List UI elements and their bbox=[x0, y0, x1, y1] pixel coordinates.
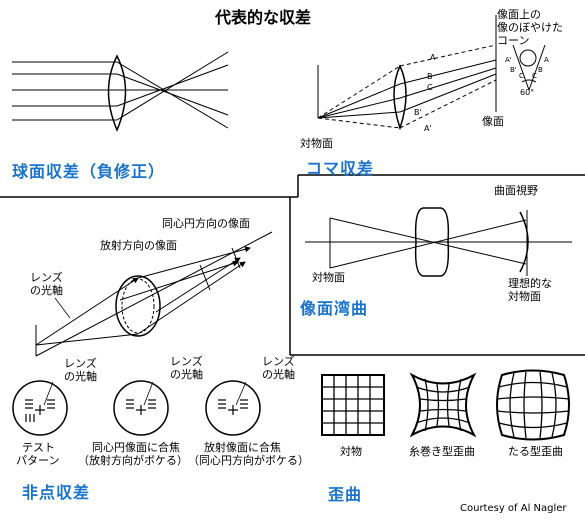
curved-image-field bbox=[519, 211, 529, 273]
page-title: 代表的な収差 bbox=[215, 8, 312, 27]
target1-caption-1: テスト bbox=[22, 441, 55, 454]
astigmatism-targets bbox=[12, 380, 261, 436]
panel-dividers bbox=[0, 174, 585, 356]
coma-object-label: 対物面 bbox=[300, 137, 333, 150]
ideal-object-label-1: 理想的な bbox=[508, 277, 552, 290]
target2-caption-2: （放射方向がボケる） bbox=[78, 454, 188, 467]
radial-plane-label: 放射方向の像面 bbox=[100, 239, 177, 252]
astig-lens bbox=[115, 275, 161, 337]
coma-ray-b: B bbox=[427, 72, 433, 81]
field-curvature-diagram bbox=[305, 207, 572, 277]
distortion-grid-barrel bbox=[496, 369, 570, 441]
grid-object-label: 対物 bbox=[340, 445, 362, 458]
coma-cone-label-2: 像のぼやけた bbox=[497, 21, 563, 34]
spherical-lens bbox=[107, 54, 127, 132]
curved-field-label: 曲面視野 bbox=[494, 184, 538, 197]
sagittal-plane-label: 同心円方向の像面 bbox=[162, 217, 250, 230]
target-radial-focus bbox=[205, 380, 261, 436]
grid-pincushion-label: 糸巻き型歪曲 bbox=[409, 445, 475, 458]
coma-blur-circle bbox=[519, 49, 537, 67]
coma-image-label: 像面 bbox=[482, 115, 504, 128]
coma-ray-b-prime: B' bbox=[414, 108, 422, 117]
coma-ray-c: C bbox=[427, 83, 433, 92]
target3-axis-label-2: の光軸 bbox=[262, 368, 295, 381]
cone-b: B bbox=[538, 66, 543, 74]
spherical-aberration-diagram bbox=[12, 51, 229, 132]
target2-axis-label-1: レンズ bbox=[170, 355, 203, 368]
cone-a: A bbox=[544, 56, 549, 64]
coma-diagram bbox=[317, 15, 546, 131]
curvature-object-label: 対物面 bbox=[312, 271, 345, 284]
coma-ray-a-prime: A' bbox=[424, 124, 432, 133]
cone-b-prime: B' bbox=[510, 66, 517, 74]
target-sagittal-focus bbox=[113, 380, 169, 436]
astig-axis-label-2: の光軸 bbox=[30, 284, 63, 297]
cone-c-left: C bbox=[519, 72, 524, 80]
astig-axis-label-1: レンズ bbox=[30, 271, 63, 284]
astigmatism-diagram bbox=[35, 231, 273, 357]
target3-axis-label-1: レンズ bbox=[262, 355, 295, 368]
target-test-pattern bbox=[12, 380, 68, 436]
distortion-grid-object bbox=[321, 374, 385, 436]
target2-caption-1: 同心円像面に合焦 bbox=[92, 441, 180, 454]
coma-cone-label-1: 像面上の bbox=[497, 8, 541, 21]
coma-label: コマ収差 bbox=[306, 159, 375, 178]
target3-caption-2: （同心円方向がボケる） bbox=[188, 454, 309, 467]
target2-axis-label-2: の光軸 bbox=[170, 368, 203, 381]
target1-caption-2: パターン bbox=[16, 454, 60, 467]
field-curvature-label: 像面湾曲 bbox=[300, 299, 369, 318]
coma-cone-label-3: コーン bbox=[497, 34, 530, 47]
distortion-label: 歪曲 bbox=[328, 485, 363, 504]
distortion-grid-pincushion bbox=[409, 372, 477, 438]
spherical-aberration-label: 球面収差（負修正） bbox=[12, 162, 166, 181]
cone-c-right: C bbox=[532, 72, 537, 80]
credit-text: Courtesy of Al Nagler bbox=[460, 503, 567, 514]
coma-angle-label: 60° bbox=[520, 88, 535, 97]
target3-caption-1: 放射像面に合焦 bbox=[204, 441, 281, 454]
target1-axis-label-2: の光軸 bbox=[64, 370, 97, 383]
ideal-object-label-2: 対物面 bbox=[508, 290, 541, 303]
target1-axis-label-1: レンズ bbox=[64, 357, 97, 370]
coma-ray-a: A bbox=[430, 53, 436, 62]
astigmatism-label: 非点収差 bbox=[22, 483, 91, 502]
grid-barrel-label: たる型歪曲 bbox=[508, 445, 563, 458]
cone-a-prime: A' bbox=[505, 56, 512, 64]
target-marks bbox=[25, 381, 248, 422]
